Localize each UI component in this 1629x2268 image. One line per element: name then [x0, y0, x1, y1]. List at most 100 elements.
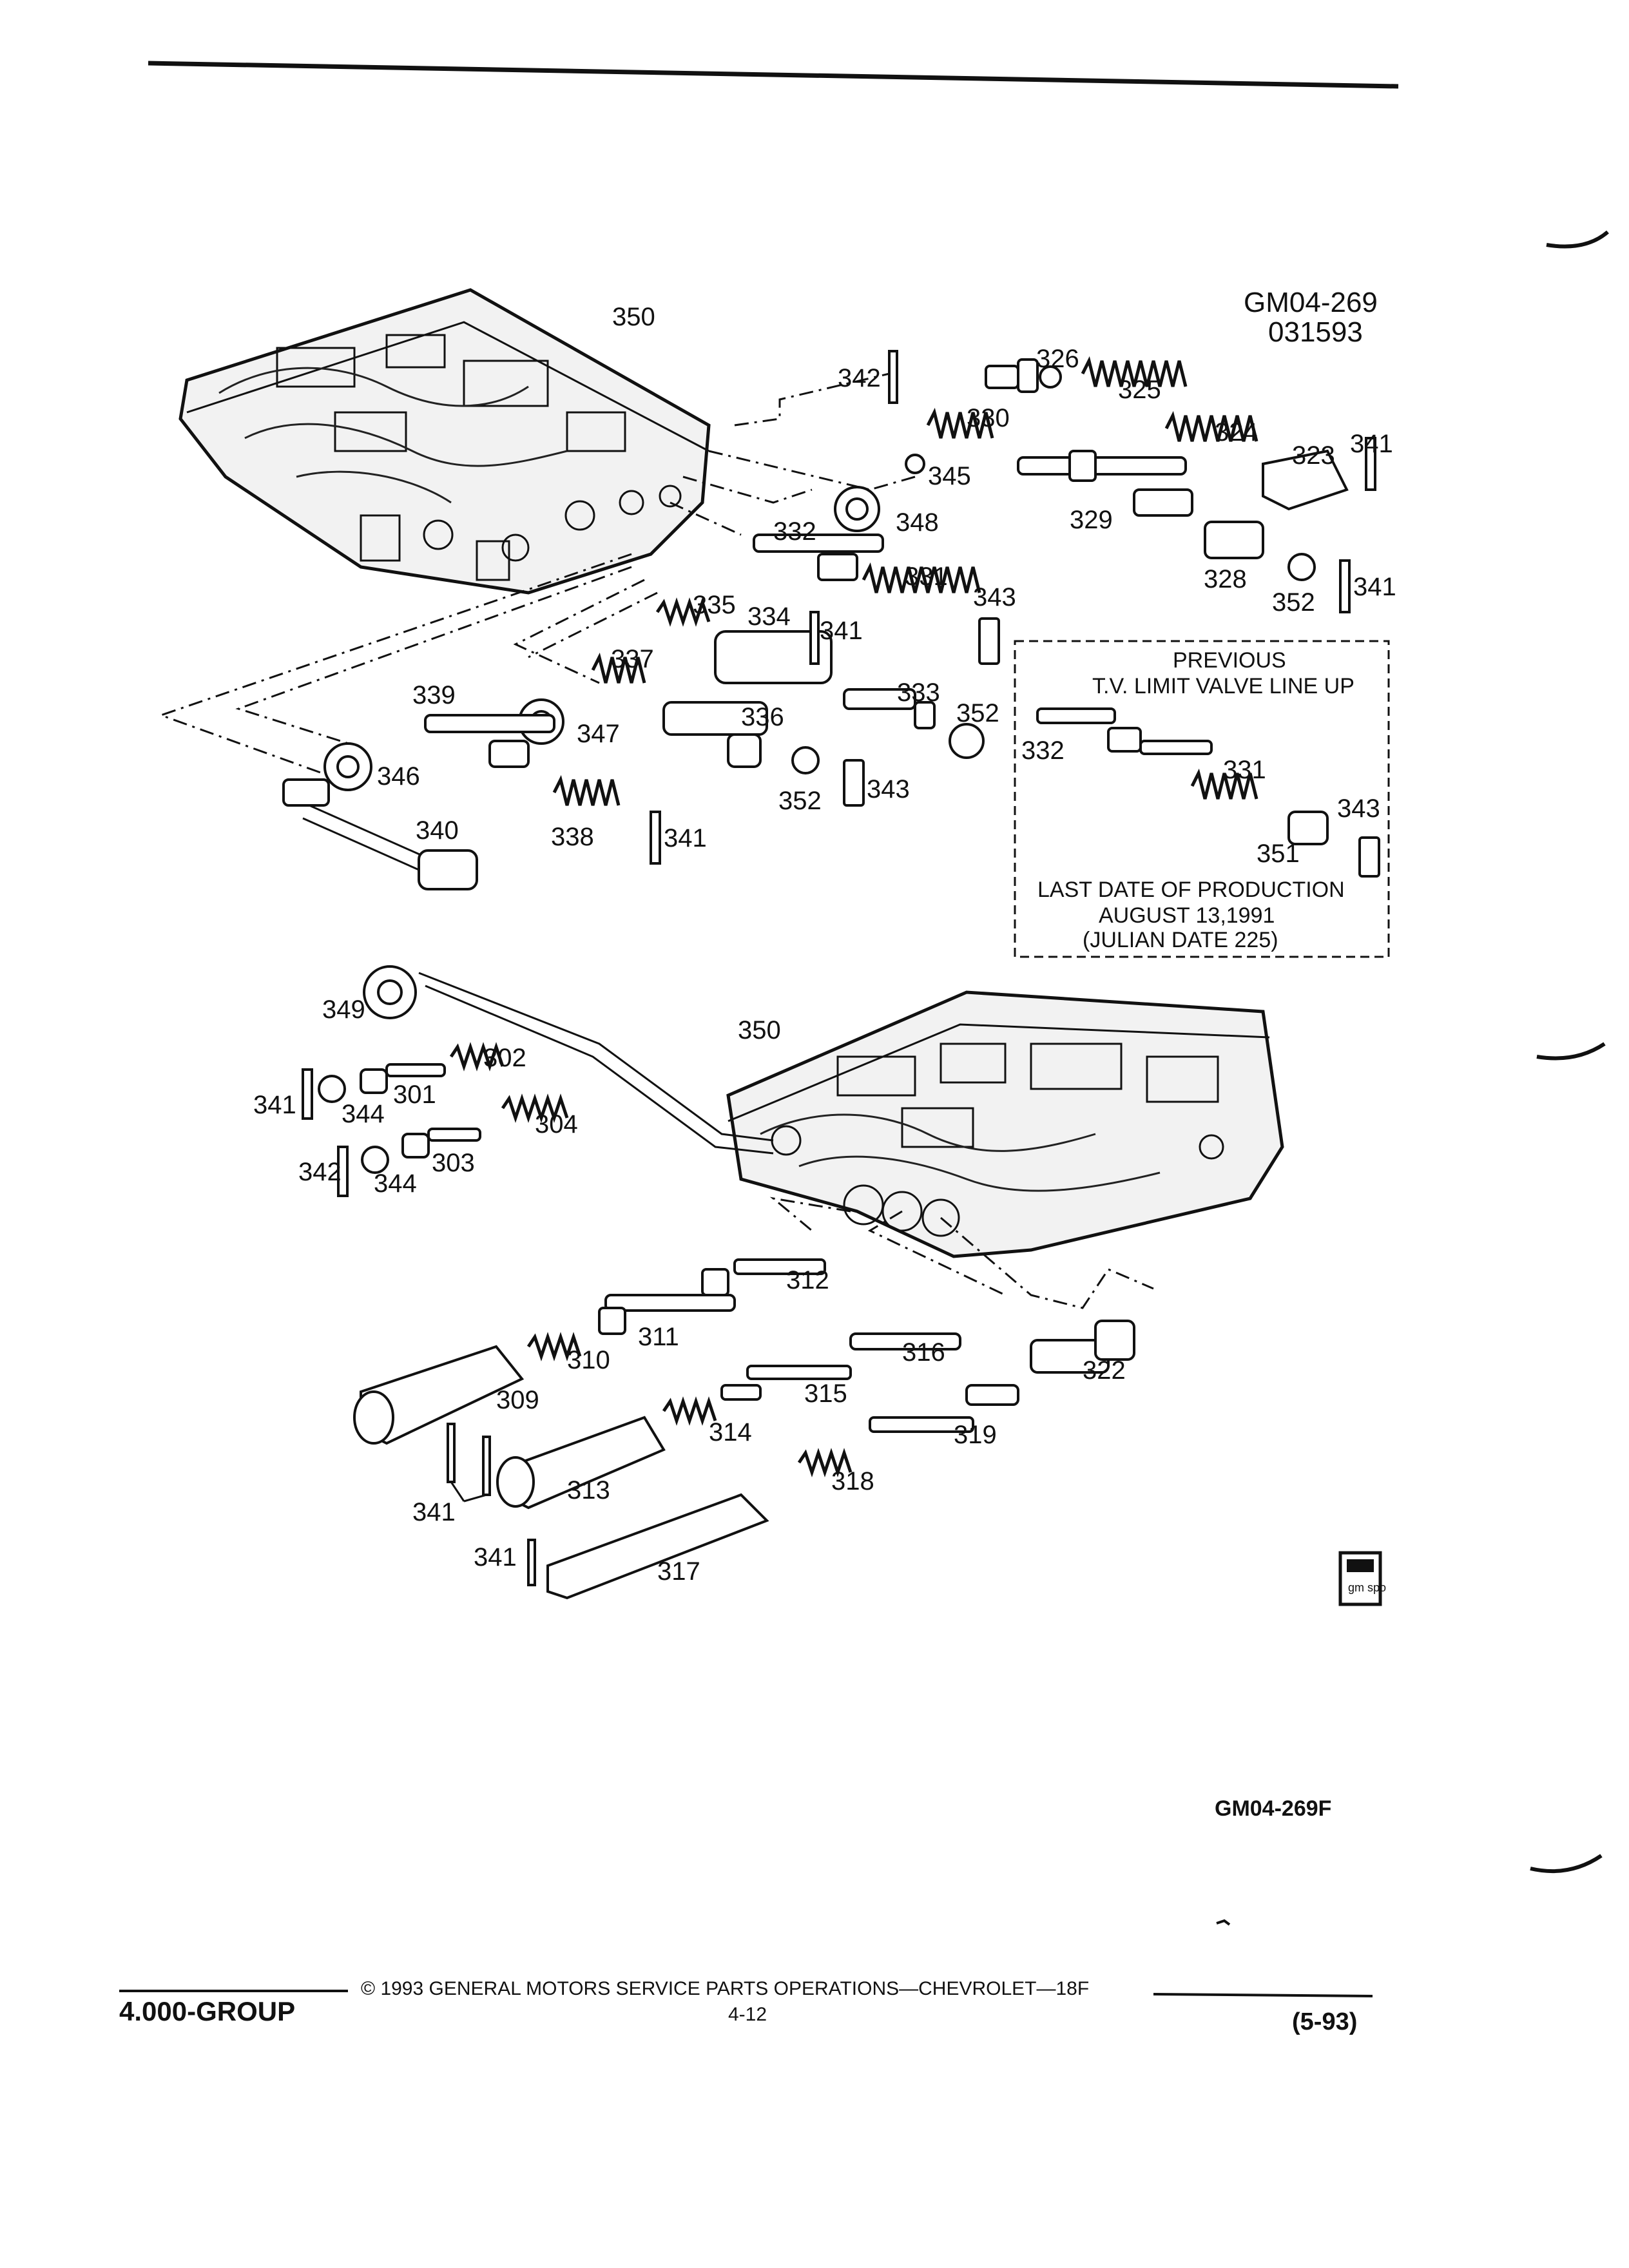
upper-parts-row-6	[424, 714, 661, 865]
label-319: 319	[954, 1421, 997, 1449]
label-342-lower: 342	[298, 1158, 342, 1186]
footer: 4.000-GROUP © 1993 GENERAL MOTORS SERVIC…	[119, 1978, 1373, 2035]
label-326: 326	[1036, 345, 1079, 373]
upper-parts-row-1	[888, 350, 1376, 511]
label-313: 313	[567, 1476, 610, 1504]
callout-title-1: PREVIOUS	[1173, 648, 1286, 673]
plug-349	[363, 965, 417, 1019]
upper-parts-row-4	[655, 597, 985, 759]
label-343-a: 343	[973, 583, 1016, 611]
upper-labels: 350 342 326 325 324 323 341 330 345 348 …	[377, 303, 1396, 852]
callout-note-3: (JULIAN DATE 225)	[1083, 928, 1278, 952]
footer-page: 4-12	[728, 2004, 767, 2025]
label-341-a: 341	[1350, 430, 1393, 458]
label-352-b: 352	[956, 699, 999, 727]
label-344-a: 344	[342, 1100, 385, 1128]
label-340: 340	[416, 816, 459, 845]
label-335: 335	[693, 591, 736, 619]
speck-mark	[1216, 1919, 1231, 1926]
upper-leader-lines	[158, 372, 916, 774]
label-316: 316	[902, 1338, 945, 1367]
label-312: 312	[786, 1266, 829, 1294]
label-348: 348	[896, 508, 939, 537]
label-328: 328	[1204, 565, 1247, 593]
binder-mark-3	[1530, 1854, 1603, 1874]
lower-parts-303-304	[337, 1093, 569, 1197]
label-347: 347	[577, 720, 620, 748]
callout-label-343: 343	[1337, 794, 1380, 823]
lower-labels: 349 302 301 341 344 350 304 303 342 344 …	[253, 995, 1126, 1586]
label-323: 323	[1292, 441, 1335, 470]
label-341-c: 341	[820, 617, 863, 645]
label-329: 329	[1070, 506, 1113, 534]
label-341-e: 341	[253, 1091, 296, 1119]
top-rule	[148, 61, 1399, 89]
figure-code-bottom: GM04-269F	[1215, 1796, 1331, 1821]
label-318: 318	[831, 1467, 874, 1495]
label-301: 301	[393, 1081, 436, 1109]
footer-copyright: © 1993 GENERAL MOTORS SERVICE PARTS OPER…	[361, 1978, 1089, 1999]
label-338: 338	[551, 823, 594, 851]
callout-note-1: LAST DATE OF PRODUCTION	[1037, 878, 1345, 902]
figure-code: GM04-269	[1244, 287, 1378, 318]
label-341-g: 341	[474, 1543, 517, 1571]
label-324: 324	[1215, 418, 1258, 447]
label-332: 332	[773, 517, 816, 546]
label-336: 336	[741, 703, 784, 731]
label-334: 334	[747, 602, 791, 631]
upper-parts-row-2	[905, 407, 1351, 613]
label-350-lower: 350	[738, 1016, 781, 1044]
callout-label-351: 351	[1257, 840, 1300, 868]
label-337: 337	[611, 645, 654, 673]
lower-pins-341	[447, 1423, 536, 1586]
lower-leader-lines	[418, 972, 1154, 1309]
label-302: 302	[483, 1044, 526, 1072]
label-304: 304	[535, 1110, 578, 1139]
binder-mark-2	[1536, 1042, 1606, 1061]
label-350-upper: 350	[612, 303, 655, 331]
footer-date: (5-93)	[1292, 2008, 1357, 2035]
plug-348	[834, 486, 880, 532]
label-310: 310	[567, 1346, 610, 1374]
label-322: 322	[1083, 1356, 1126, 1385]
label-325: 325	[1118, 376, 1161, 404]
label-330: 330	[967, 404, 1010, 432]
label-343-b: 343	[867, 775, 910, 803]
plug-346-and-part-340	[282, 742, 478, 890]
gm-spo-logo: gm spo	[1338, 1551, 1386, 1606]
label-341-b: 341	[1353, 573, 1396, 601]
lower-valve-train-a	[353, 1258, 826, 1445]
label-314: 314	[709, 1418, 752, 1446]
label-352-a: 352	[1272, 588, 1315, 617]
label-333: 333	[897, 678, 940, 707]
binder-mark-1	[1546, 230, 1609, 249]
callout-note-2: AUGUST 13,1991	[1099, 903, 1275, 928]
footer-group: 4.000-GROUP	[119, 1996, 295, 2026]
upper-parts-row-5	[591, 652, 865, 807]
lower-parts-301-302	[302, 1042, 505, 1120]
label-331: 331	[905, 562, 948, 591]
label-349: 349	[322, 995, 365, 1024]
label-341-d: 341	[664, 824, 707, 852]
upper-parts-row-3	[753, 533, 1000, 665]
label-344-b: 344	[374, 1169, 417, 1198]
lower-valve-train-c	[546, 1320, 1135, 1600]
callout-label-331: 331	[1223, 756, 1266, 784]
lower-valve-train-b	[496, 1332, 961, 1510]
label-339: 339	[412, 681, 456, 709]
logo-text: gm spo	[1348, 1581, 1386, 1594]
label-303: 303	[432, 1149, 475, 1177]
label-341-f: 341	[412, 1498, 456, 1526]
label-352-c: 352	[778, 787, 822, 815]
callout-title-2: T.V. LIMIT VALVE LINE UP	[1092, 674, 1354, 698]
label-311: 311	[638, 1323, 679, 1351]
label-346: 346	[377, 762, 420, 791]
label-317: 317	[657, 1557, 700, 1586]
figure-date: 031593	[1268, 316, 1363, 348]
upper-valve-body	[178, 288, 711, 595]
label-342-upper: 342	[838, 364, 881, 392]
label-315: 315	[804, 1379, 847, 1408]
label-345: 345	[928, 462, 971, 490]
callout-label-332: 332	[1021, 736, 1065, 765]
